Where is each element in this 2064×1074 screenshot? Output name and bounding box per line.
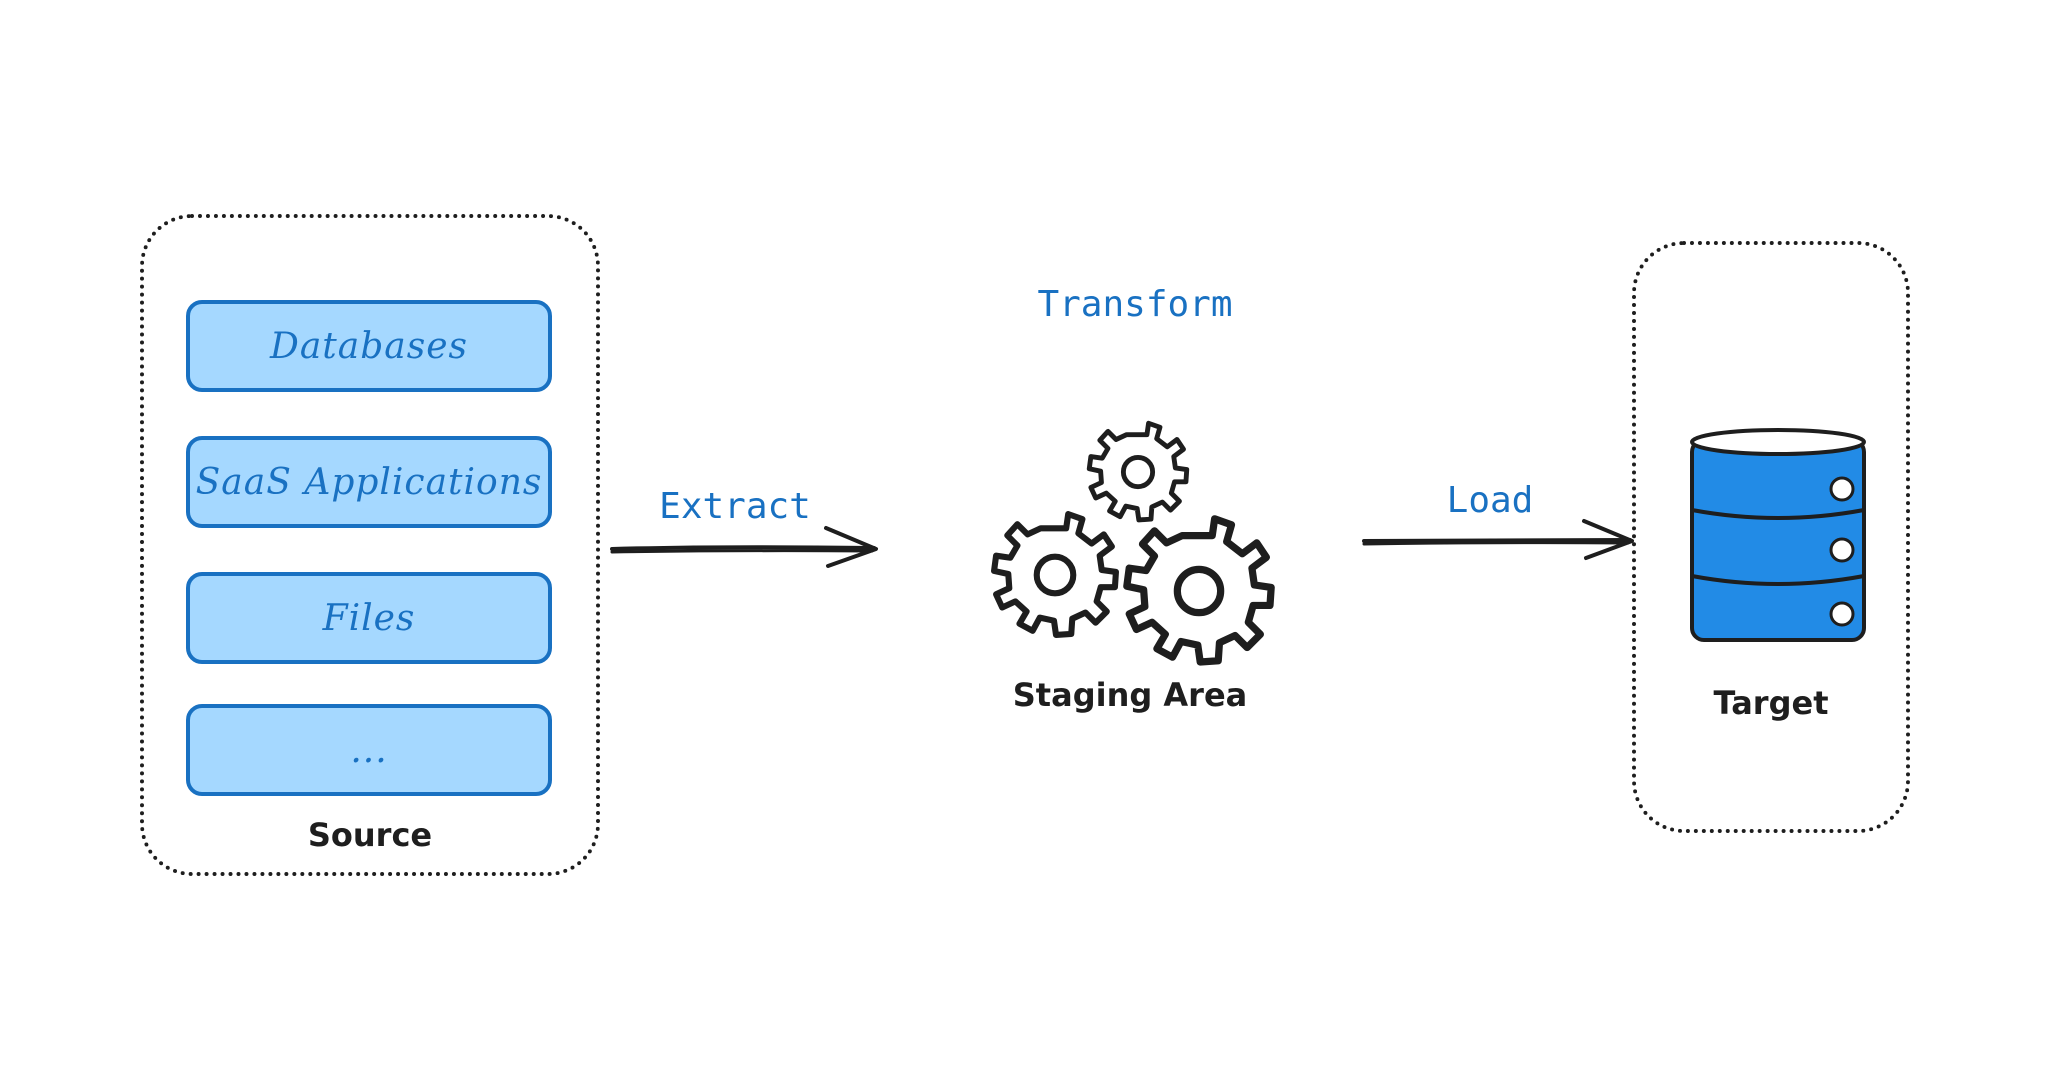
source-item-databases[interactable]: Databases [186, 300, 552, 392]
target-group [1632, 241, 1910, 833]
source-item-more[interactable]: ... [186, 704, 552, 796]
source-item-files[interactable]: Files [186, 572, 552, 664]
load-label: Load [1446, 480, 1534, 521]
extract-arrow [610, 526, 878, 568]
source-group [140, 214, 600, 876]
extract-label: Extract [659, 486, 811, 527]
transform-label: Transform [1037, 284, 1233, 325]
gears-icon [994, 423, 1271, 662]
source-label: Source [307, 816, 433, 854]
source-item-saas-applications[interactable]: SaaS Applications [186, 436, 552, 528]
staging-area-label: Staging Area [1012, 676, 1248, 714]
load-arrow [1362, 519, 1634, 560]
target-label: Target [1713, 684, 1829, 722]
